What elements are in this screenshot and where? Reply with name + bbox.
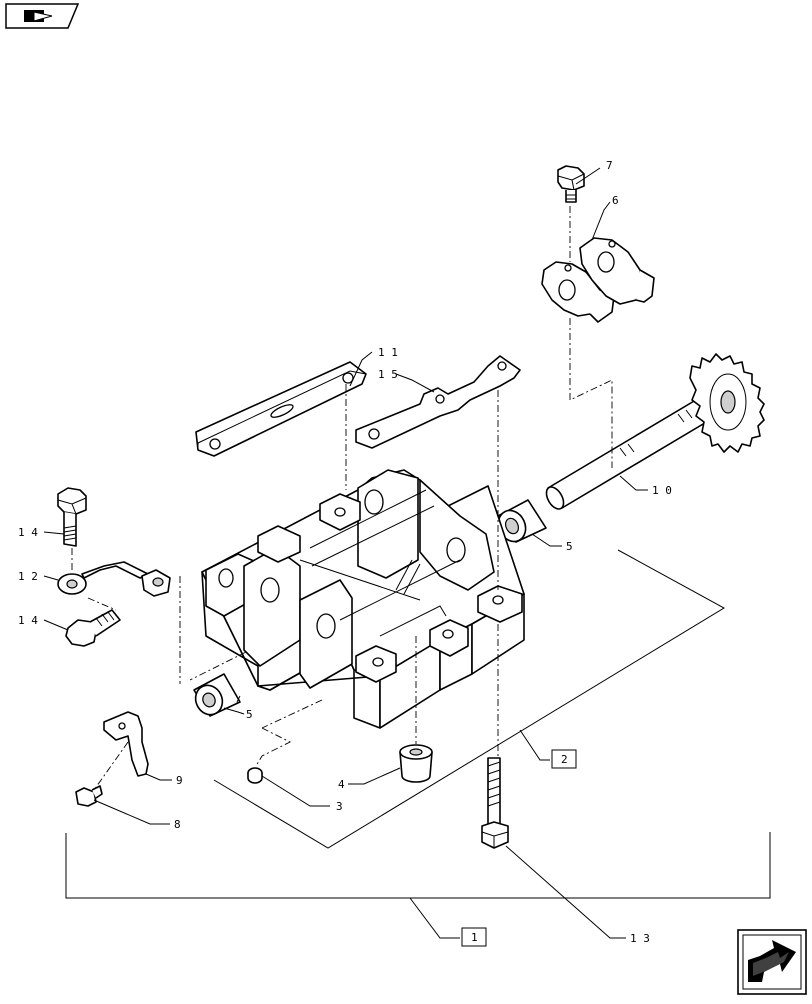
gear-shaft-10 bbox=[545, 353, 765, 510]
callout-14-lower: 1 4 bbox=[18, 614, 38, 627]
bracket-9 bbox=[103, 711, 149, 777]
book-arrow-icon bbox=[24, 10, 53, 22]
screw-8 bbox=[75, 785, 103, 807]
prev-page-button[interactable] bbox=[5, 3, 80, 29]
callout-box-2: 2 bbox=[551, 749, 577, 769]
plate-15 bbox=[355, 355, 521, 449]
callout-7: 7 bbox=[606, 159, 613, 172]
bolt-7 bbox=[557, 165, 585, 203]
callout-2: 2 bbox=[561, 753, 568, 766]
split-bearing-6 bbox=[541, 237, 655, 323]
callout-14-upper: 1 4 bbox=[18, 526, 38, 539]
callout-13: 1 3 bbox=[630, 932, 650, 945]
callout-15: 1 5 bbox=[378, 368, 398, 381]
callout-5-upper: 5 bbox=[566, 540, 573, 553]
plate-11 bbox=[195, 361, 367, 457]
center-lines bbox=[71, 206, 613, 791]
bolt-13 bbox=[481, 757, 509, 849]
leader-lines bbox=[43, 167, 648, 939]
callout-9: 9 bbox=[176, 774, 183, 787]
callout-11: 1 1 bbox=[378, 346, 398, 359]
callout-5-lower: 5 bbox=[246, 708, 253, 721]
bushing-5-upper bbox=[497, 499, 547, 543]
callout-box-1: 1 bbox=[461, 927, 487, 947]
plug-3 bbox=[247, 767, 263, 784]
bushing-5-lower bbox=[193, 673, 241, 717]
callout-3: 3 bbox=[336, 800, 343, 813]
forward-arrow-icon bbox=[748, 940, 796, 982]
bolt-14-lower bbox=[65, 609, 121, 647]
callout-12: 1 2 bbox=[18, 570, 38, 583]
assembly-bracket-1 bbox=[65, 832, 771, 939]
assembly-bracket-2 bbox=[213, 549, 726, 849]
next-page-button[interactable] bbox=[737, 929, 807, 995]
banjo-bolt-14-upper bbox=[57, 487, 87, 547]
callout-labels: 7 6 1 1 1 5 1 0 5 1 4 1 2 1 4 5 9 4 3 8 … bbox=[18, 159, 672, 945]
oil-pipe-12 bbox=[57, 561, 171, 597]
callout-10: 1 0 bbox=[652, 484, 672, 497]
callout-8: 8 bbox=[174, 818, 181, 831]
callout-6: 6 bbox=[612, 194, 619, 207]
main-housing bbox=[201, 469, 525, 729]
callout-1: 1 bbox=[471, 931, 478, 944]
plug-4 bbox=[399, 744, 433, 783]
callout-4: 4 bbox=[338, 778, 345, 791]
